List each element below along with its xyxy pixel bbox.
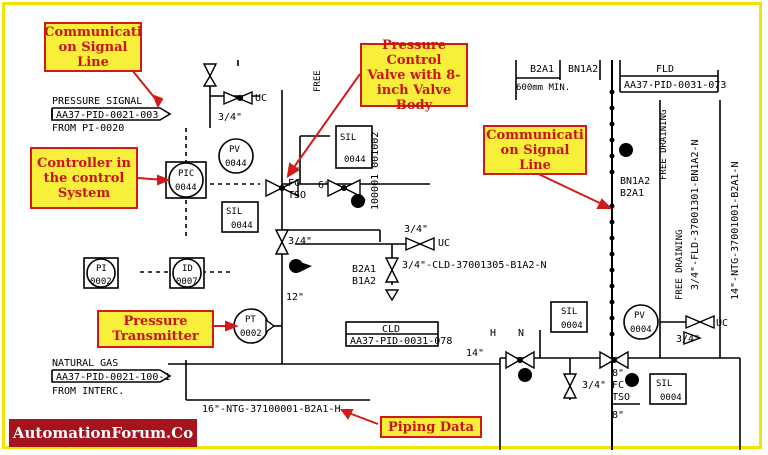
callout-piping-data: Piping Data bbox=[380, 416, 482, 438]
yellow-frame bbox=[2, 2, 762, 449]
size-8-label-r2: 8" bbox=[612, 410, 624, 421]
pic-label: PIC bbox=[178, 169, 194, 179]
sil-box-right bbox=[550, 301, 588, 333]
sil-label-2: SIL bbox=[340, 133, 356, 143]
fld-label: FLD bbox=[656, 64, 674, 75]
pressure-signal-label: PRESSURE SIGNAL bbox=[52, 96, 142, 107]
b2a1-label: B2A1 bbox=[352, 264, 376, 275]
b1a2-label: B1A2 bbox=[352, 276, 376, 287]
sil-number-4: 0004 bbox=[660, 393, 682, 403]
uc-label-2: UC bbox=[438, 238, 450, 249]
sil-number-1: 0044 bbox=[231, 221, 253, 231]
sil-label-1: SIL bbox=[226, 207, 242, 217]
sil-box-mid bbox=[335, 125, 373, 169]
fc-label-r: FC bbox=[612, 380, 624, 391]
bn1a2-label: BN1A2 bbox=[620, 176, 650, 187]
callout-pressure-control-valve: Pressure Control Valve with 8-inch Valve… bbox=[360, 38, 468, 113]
size-14-label: 14" bbox=[466, 348, 484, 359]
natural-gas-label: NATURAL GAS bbox=[52, 358, 118, 369]
free-draining-1: FREE DRAINING bbox=[659, 110, 669, 180]
tso-label: TSO bbox=[288, 190, 306, 201]
h-label: H bbox=[490, 328, 496, 339]
size-label-4: 3/4" bbox=[676, 334, 700, 345]
fld-line-label: 3/4"-FLD-37001301-BN1A2-N bbox=[690, 139, 701, 290]
n-label: N bbox=[518, 328, 524, 339]
natural-gas-tag: AA37-PID-0021-100-1 bbox=[56, 372, 170, 383]
bn1a2-top-label: BN1A2 bbox=[568, 64, 598, 75]
tso-label-r: TSO bbox=[612, 392, 630, 403]
pt-label: PT bbox=[245, 315, 256, 325]
size-12-label: 12" bbox=[286, 292, 304, 303]
brand-banner: AutomationForum.Co bbox=[9, 419, 197, 447]
sil-box-bottom bbox=[649, 373, 687, 405]
id-bubble bbox=[172, 258, 202, 288]
min-600-label: 600mm MIN. bbox=[516, 83, 570, 93]
pv-number: 0044 bbox=[225, 159, 247, 169]
callout-pressure-transmitter: Pressure Transmitter bbox=[97, 310, 214, 348]
ntg-line-label: 14"-NTG-37001001-B2A1-N bbox=[730, 162, 741, 300]
pv-r-bubble bbox=[623, 304, 659, 340]
size-label-1: 3/4" bbox=[218, 112, 242, 123]
cld-label: CLD bbox=[382, 324, 400, 335]
size-6-label: 6" bbox=[318, 180, 330, 191]
cld-tag: AA37-PID-0031-078 bbox=[350, 336, 452, 347]
size-label-3: 3/4" bbox=[404, 224, 428, 235]
id-label: ID bbox=[182, 264, 193, 274]
size-label-5: 3/4" bbox=[582, 380, 606, 391]
callout-controller: Controller in the control System bbox=[30, 147, 138, 209]
pic-number: 0044 bbox=[175, 183, 197, 193]
pv-label: PV bbox=[229, 145, 240, 155]
cld-line-label: 3/4"-CLD-37001305-B1A2-N bbox=[402, 260, 547, 271]
uc-label-3: UC bbox=[716, 318, 728, 329]
fc-label: FC bbox=[288, 178, 300, 189]
sil-label-4: SIL bbox=[656, 379, 672, 389]
pi-number: 0002 bbox=[90, 277, 112, 287]
b2a1-right-label: B2A1 bbox=[620, 188, 644, 199]
sil-number-2: 0044 bbox=[344, 155, 366, 165]
size-8-label-r: 8" bbox=[612, 368, 624, 379]
from-interc-label: FROM INTERC. bbox=[52, 386, 124, 397]
pi-label: PI bbox=[96, 264, 107, 274]
pv-r-label: PV bbox=[634, 311, 645, 321]
from-pi-label: FROM PI-0020 bbox=[52, 123, 124, 134]
pt-number: 0002 bbox=[240, 329, 262, 339]
uc-label-1: UC bbox=[255, 93, 267, 104]
sil-number-3: 0004 bbox=[561, 321, 583, 331]
size-label-2: 3/4" bbox=[288, 236, 312, 247]
vertical-line-tag: 100001 001002 bbox=[370, 132, 381, 210]
pv-bubble bbox=[218, 138, 254, 174]
free-draining-2: FREE DRAINING bbox=[675, 230, 685, 300]
free-label: FREE bbox=[313, 70, 323, 92]
main-line-label: 16"-NTG-37100001-B2A1-H bbox=[202, 404, 340, 415]
sil-box-left bbox=[221, 201, 259, 233]
pi-bubble bbox=[86, 258, 116, 288]
fld-tag: AA37-PID-0031-073 bbox=[624, 80, 726, 91]
b2a1-top-label: B2A1 bbox=[530, 64, 554, 75]
pv-r-number: 0004 bbox=[630, 325, 652, 335]
pressure-signal-tag: AA37-PID-0021-003 bbox=[56, 110, 158, 121]
callout-communication-signal-line-left: Communicati on Signal Line bbox=[44, 22, 142, 72]
callout-communication-signal-line-right: Communicati on Signal Line bbox=[483, 125, 587, 175]
id-number: 0007 bbox=[176, 277, 198, 287]
sil-label-3: SIL bbox=[561, 307, 577, 317]
